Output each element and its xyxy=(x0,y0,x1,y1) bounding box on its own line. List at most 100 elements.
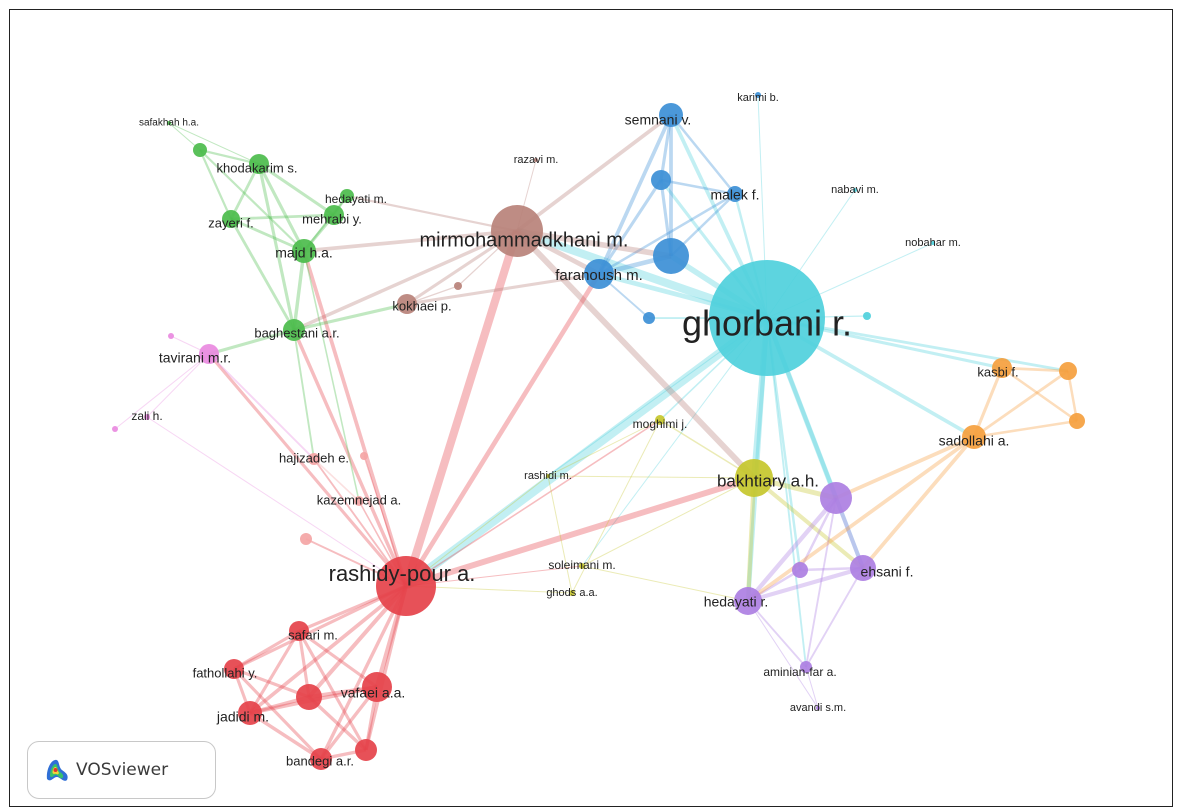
link-rashidy-bandegi xyxy=(319,585,408,760)
label-rashidi: rashidi m. xyxy=(524,470,572,482)
node-faranoush_b[interactable] xyxy=(653,238,689,274)
labels-layer: ghorbani r.rashidy-pour a.mirmohammadkha… xyxy=(131,92,1018,769)
node-mirmo[interactable] xyxy=(491,205,543,257)
node-ghorbani[interactable] xyxy=(709,260,825,376)
node-rashidy[interactable] xyxy=(376,556,436,616)
link-green_a-zayeri xyxy=(199,149,232,220)
node-baghestani[interactable] xyxy=(283,319,305,341)
node-faranoush[interactable] xyxy=(584,259,614,289)
node-red_a[interactable] xyxy=(296,684,322,710)
node-orange_b[interactable] xyxy=(1069,413,1085,429)
node-razavi[interactable] xyxy=(534,158,538,162)
link-rashidy-faranoush xyxy=(404,272,601,588)
node-sadollahi[interactable] xyxy=(962,425,986,449)
node-soleimani[interactable] xyxy=(579,563,585,569)
link-zayeri-mehrabi xyxy=(230,213,335,221)
link-green_a-majd xyxy=(199,149,305,252)
logo-text: VOSviewer xyxy=(76,760,169,780)
label-zali: zali h. xyxy=(131,409,162,423)
link-bakhtiary-ehsani xyxy=(752,476,865,570)
node-red_b[interactable] xyxy=(355,739,377,761)
node-lightred_b[interactable] xyxy=(300,533,312,545)
label-zayeri: zayeri f. xyxy=(208,215,254,230)
label-nabavi: nabavi m. xyxy=(831,184,879,196)
node-orange_a[interactable] xyxy=(1059,362,1077,380)
node-karimi[interactable] xyxy=(755,92,761,98)
node-blue_b[interactable] xyxy=(643,312,655,324)
link-bakhtiary-hedayati_r xyxy=(745,477,757,602)
label-tavirani: tavirani m.r. xyxy=(159,350,231,366)
node-kazemnejad[interactable] xyxy=(354,496,364,506)
label-baghestani: baghestani a.r. xyxy=(254,325,339,340)
node-moghimi[interactable] xyxy=(655,415,665,425)
node-majd[interactable] xyxy=(292,239,316,263)
link-fathollahi-red_a xyxy=(233,667,310,699)
link-faranoush-blue_a xyxy=(597,179,663,275)
node-purple_b[interactable] xyxy=(792,562,808,578)
node-green_a[interactable] xyxy=(193,143,207,157)
label-kasbi: kasbi f. xyxy=(977,364,1018,379)
label-bakhtiary: bakhtiary a.h. xyxy=(717,471,819,490)
node-nobahar[interactable] xyxy=(931,241,935,245)
node-pink_b[interactable] xyxy=(112,426,118,432)
node-brown_a[interactable] xyxy=(454,282,462,290)
node-cyan_dot[interactable] xyxy=(863,312,871,320)
node-kokhaei[interactable] xyxy=(397,294,417,314)
link-kasbi-sadollahi xyxy=(972,367,1004,438)
label-faranoush: faranoush m. xyxy=(555,267,643,284)
node-vafaei[interactable] xyxy=(362,672,392,702)
node-kasbi[interactable] xyxy=(992,358,1012,378)
link-baghestani-hajizadeh xyxy=(293,329,315,460)
link-kasbi-orange_b xyxy=(1001,366,1078,423)
link-rashidy-moghimi xyxy=(405,419,661,587)
link-mirmo-majd xyxy=(303,229,518,253)
label-kokhaei: kokhaei p. xyxy=(392,298,451,313)
node-avandi[interactable] xyxy=(816,706,820,710)
link-hedayati_r-avandi xyxy=(747,600,819,709)
label-moghimi: moghimi j. xyxy=(633,417,688,431)
label-ghods: ghods a.a. xyxy=(546,587,597,599)
vosviewer-logo: VOSviewer xyxy=(27,741,216,799)
link-khodakarim-green_a xyxy=(199,148,260,166)
links-layer xyxy=(114,94,1079,761)
link-moghimi-rashidi xyxy=(547,419,661,477)
link-majd-baghestani xyxy=(292,250,306,331)
node-zali[interactable] xyxy=(144,414,150,420)
link-sadollahi-ehsani xyxy=(861,435,976,570)
node-purple_a[interactable] xyxy=(820,482,852,514)
node-jadidi[interactable] xyxy=(238,701,262,725)
link-vafaei-bandegi xyxy=(319,685,379,761)
label-hedayati_m: hedayati m. xyxy=(325,192,387,206)
node-fathollahi[interactable] xyxy=(224,659,244,679)
node-lightred_a[interactable] xyxy=(360,452,368,460)
node-semnani[interactable] xyxy=(659,103,683,127)
link-safari-jadidi xyxy=(248,630,301,714)
node-safakhah[interactable] xyxy=(167,121,171,125)
node-mehrabi[interactable] xyxy=(324,205,344,225)
node-malek[interactable] xyxy=(727,186,743,202)
node-rashidi[interactable] xyxy=(546,474,550,478)
node-bakhtiary[interactable] xyxy=(735,459,773,497)
label-hedayati_r: hedayati r. xyxy=(704,594,769,610)
node-ghods[interactable] xyxy=(569,590,575,596)
node-tavirani[interactable] xyxy=(199,344,219,364)
node-aminian[interactable] xyxy=(800,661,812,673)
link-bakhtiary-soleimani xyxy=(581,477,755,567)
node-zayeri[interactable] xyxy=(222,210,240,228)
link-zali-rashidy xyxy=(146,416,407,587)
node-safari[interactable] xyxy=(289,621,309,641)
node-hedayati_r[interactable] xyxy=(734,587,762,615)
link-mirmo-semnani xyxy=(515,113,673,233)
link-faranoush-malek xyxy=(598,192,736,276)
node-khodakarim[interactable] xyxy=(249,154,269,174)
node-blue_a[interactable] xyxy=(651,170,671,190)
co-authorship-network[interactable]: ghorbani r.rashidy-pour a.mirmohammadkha… xyxy=(10,10,1173,807)
node-bandegi[interactable] xyxy=(310,748,332,770)
node-nabavi[interactable] xyxy=(853,188,857,192)
link-tavirani-hajizadeh xyxy=(208,353,315,460)
node-hedayati_m[interactable] xyxy=(340,189,354,203)
link-rashidy-baghestani xyxy=(292,329,408,587)
node-ehsani[interactable] xyxy=(850,555,876,581)
node-pink_a[interactable] xyxy=(168,333,174,339)
node-hajizadeh[interactable] xyxy=(308,453,320,465)
